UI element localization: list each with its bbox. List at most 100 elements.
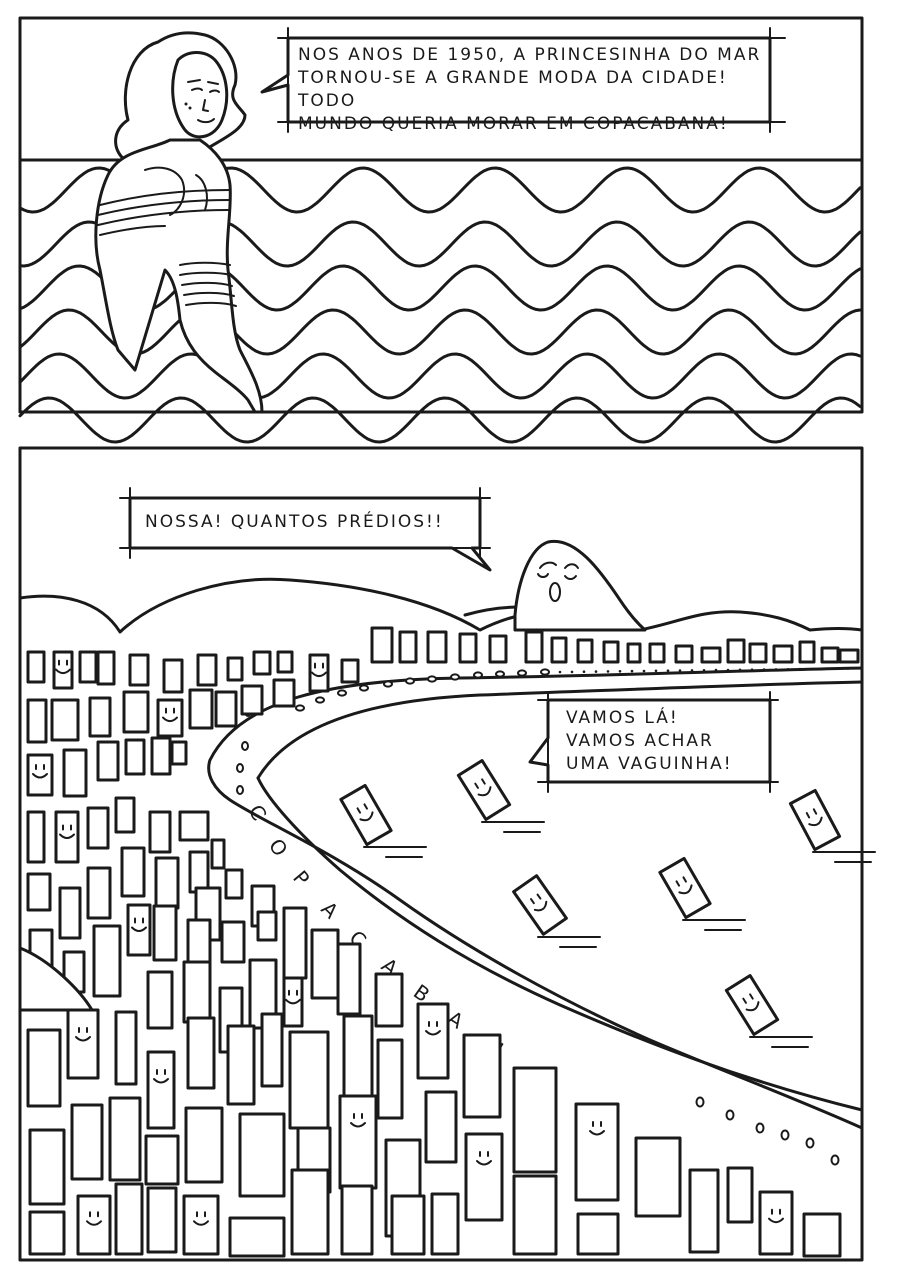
building-smile [311,671,327,678]
building [152,904,178,962]
swimming-building [724,974,780,1036]
skyline-building [458,632,478,664]
road-dot [236,763,244,773]
building [86,806,110,850]
building-smile [55,668,71,675]
caption-box-top [260,27,786,133]
building-smile [678,884,693,895]
road-dot [846,667,850,670]
building [338,1094,378,1190]
road-dot [642,669,646,673]
road-dot [582,670,586,673]
building [188,850,210,894]
building [238,1112,286,1198]
panel-bottom: COPACABANA [18,446,876,1262]
building [108,1096,142,1182]
skyline-building [626,642,642,664]
skyline-building [524,630,544,664]
road-dot [630,669,634,673]
wave-line [18,396,862,444]
building-smile [589,1130,605,1136]
building-smile [162,716,178,723]
road-dot [654,669,658,673]
building [252,650,272,676]
building-eye [536,893,542,900]
building [288,1030,330,1130]
speech-text-buildings: Vamos lá! Vamos achar uma vaguinha! [566,708,733,774]
building [788,788,842,852]
sugarloaf-mountain [513,539,647,632]
building [188,688,214,730]
building [26,1028,62,1108]
building [658,856,712,920]
building [28,1210,66,1256]
building-eye [805,812,811,819]
swimming-building [788,788,842,852]
building [26,872,52,912]
road-dot [690,669,694,672]
building [282,976,304,1028]
distant-skyline [370,626,860,664]
building [256,910,278,942]
speech-bubble-mountain [119,487,492,572]
swimming-building [456,759,512,821]
building-smile [425,1030,441,1036]
road-dot [594,670,598,673]
building [339,783,393,847]
road-dot [427,675,437,683]
building [272,678,296,708]
skyline-building [576,638,594,664]
building [148,810,172,854]
building [214,690,238,728]
building [184,1106,224,1184]
building [336,942,362,1016]
building [634,1136,682,1218]
road-dot [405,677,415,685]
road-dot [666,669,670,672]
building-smile [285,998,301,1005]
skyline-building [602,640,620,664]
building-eye [363,803,368,810]
building [178,810,210,842]
woman-in-swimsuit [94,31,264,414]
building [128,653,150,687]
building [86,866,112,920]
building [58,886,82,940]
skyline-building [798,640,816,664]
road-dot [678,669,682,672]
building-eye [682,876,687,883]
building [26,753,54,797]
road-dot [295,704,305,712]
building [342,1014,374,1104]
building-smile [86,1220,102,1226]
city-buildings [18,650,842,1258]
building-smile [476,1160,492,1166]
building-eye [356,807,362,814]
road-dot [822,667,826,671]
building-smile [477,786,492,797]
road-letter: O [264,834,293,861]
skyline-building [488,634,508,664]
building [186,1016,216,1090]
road-dot [495,670,505,678]
building-smile [745,1001,760,1012]
building [464,1132,504,1222]
swimming-building [658,856,712,920]
building-smile [32,773,48,779]
building-smile [75,1036,91,1042]
building [62,748,88,798]
building [688,1168,720,1254]
road-dot [236,785,244,795]
building-eye [474,782,479,789]
building [26,650,46,684]
road-dot [540,668,550,676]
building [224,868,244,900]
building [220,920,246,964]
road-dot [726,668,730,672]
road-letter: P [288,866,314,891]
road-dot [810,667,814,671]
building [512,1066,558,1174]
building [28,1128,66,1206]
road-dot [725,1109,735,1121]
building-smile [533,900,548,912]
